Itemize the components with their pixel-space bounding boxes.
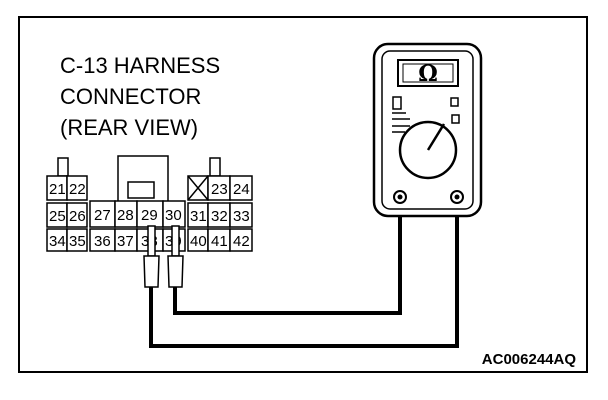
pin-29: 29 [141, 207, 158, 224]
pin-22: 22 [69, 181, 86, 198]
connector-title-line-3: (REAR VIEW) [60, 115, 198, 140]
probe-right-body [167, 255, 184, 288]
test-probes [143, 225, 184, 288]
pin-cell [229, 202, 253, 228]
pin-36: 36 [94, 233, 111, 250]
probe-left-tip [147, 225, 156, 257]
meter-terminal-ohm-dot [454, 194, 460, 200]
blank-cavity-cross-icon [187, 175, 209, 201]
lead-wire-pin30 [173, 198, 402, 315]
pin-37: 37 [117, 233, 134, 250]
test-leads [149, 198, 459, 348]
pin-42: 42 [233, 233, 250, 250]
pin-27: 27 [94, 207, 111, 224]
probe-left-body [143, 255, 160, 288]
pin-30: 30 [165, 207, 182, 224]
connector-center-key [127, 181, 155, 199]
probe-right-tip [171, 225, 180, 257]
probe-right [167, 225, 184, 288]
pin-41: 41 [211, 233, 228, 250]
pin-35: 35 [69, 233, 86, 250]
connector-title-line-1: C-13 HARNESS [60, 53, 220, 78]
pin-28: 28 [117, 207, 134, 224]
meter-dial-pointer [426, 123, 446, 151]
pin-cell [66, 175, 88, 201]
pin-40: 40 [190, 233, 207, 250]
pin-31: 31 [190, 208, 207, 225]
probe-left [143, 225, 160, 288]
pin-34: 34 [49, 233, 66, 250]
connector-tab-right [209, 157, 221, 177]
pin-cell [229, 175, 253, 201]
figure-border [18, 16, 588, 373]
pin-33: 33 [233, 208, 250, 225]
pin-labels: 21 22 23 24 25 26 27 28 29 30 31 32 33 3… [49, 181, 250, 250]
connector-title-line-2: CONNECTOR [60, 84, 201, 109]
pin-cell [66, 228, 88, 252]
pin-26: 26 [69, 208, 86, 225]
ohm-icon: Ω [418, 61, 438, 87]
meter-display-inner [402, 63, 454, 83]
lead-wire-pin29 [149, 198, 459, 348]
pin-25: 25 [49, 208, 66, 225]
meter-terminal-com-dot [397, 194, 403, 200]
pin-32: 32 [211, 208, 228, 225]
pin-cell [66, 202, 88, 228]
pin-24: 24 [233, 181, 250, 198]
pin-23: 23 [211, 181, 228, 198]
connector-tab-left [57, 157, 69, 177]
meter-range-ticks [392, 112, 410, 133]
meter-range-button-left [392, 96, 402, 110]
pin-cell [229, 228, 253, 252]
figure-code: AC006244AQ [482, 351, 577, 368]
pin-21: 21 [49, 181, 66, 198]
meter-range-button-right-top [450, 97, 459, 107]
ohmmeter: Ω [372, 42, 483, 218]
meter-range-button-right-bottom [451, 114, 460, 124]
